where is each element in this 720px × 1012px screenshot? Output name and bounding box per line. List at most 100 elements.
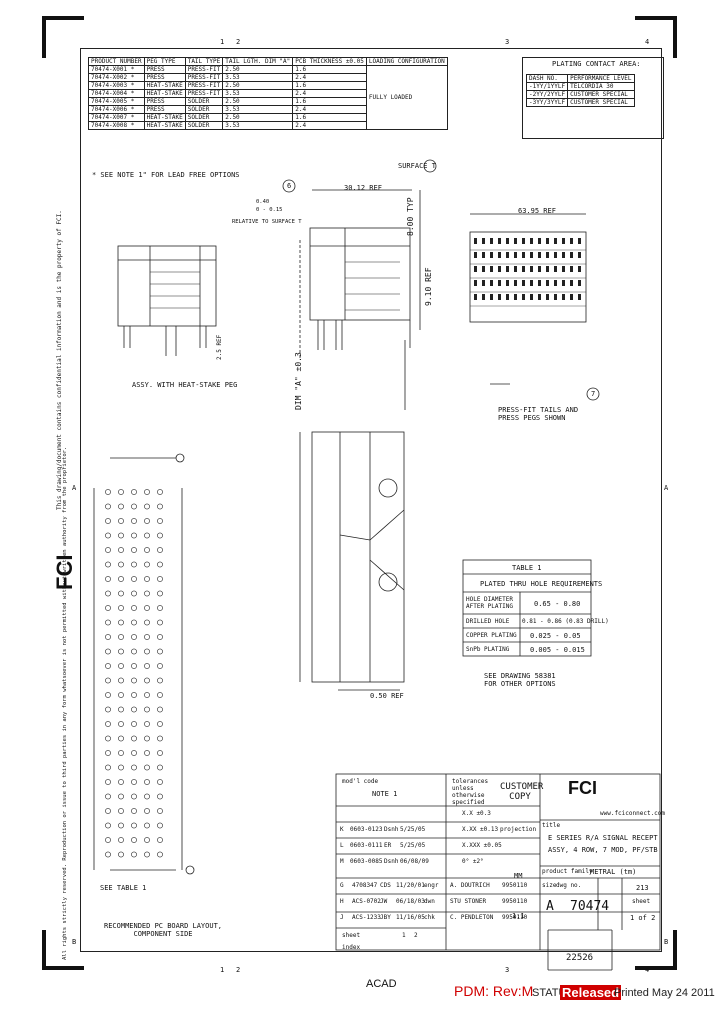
contact-pin xyxy=(506,238,509,244)
appr-eco: ACS-1233 xyxy=(352,914,381,921)
pcb-hole xyxy=(105,489,111,495)
pcb-hole xyxy=(157,851,163,858)
pcb-hole xyxy=(157,663,163,669)
contact-pin xyxy=(498,252,501,258)
corner-tr-v xyxy=(673,16,677,58)
tol-dim: X.X ±0.3 xyxy=(462,810,491,817)
contact-pin xyxy=(522,238,525,244)
table1-row-label: SnPb PLATING xyxy=(466,646,510,653)
pcb-hole xyxy=(144,619,150,626)
tb-size: A xyxy=(546,899,554,914)
pcb-hole xyxy=(131,692,137,698)
pcb-hole xyxy=(131,808,137,814)
label-ref2: 8.00 TYP xyxy=(406,197,415,236)
pcb-hole xyxy=(131,750,137,756)
pcb-hole xyxy=(118,750,124,756)
contact-pin xyxy=(482,238,485,244)
corner-bl-v xyxy=(42,930,46,970)
pcb-hole xyxy=(157,489,163,495)
contact-pin xyxy=(474,252,477,258)
pcb-hole xyxy=(118,822,124,829)
contact-pin xyxy=(546,294,549,300)
pcb-hole xyxy=(105,764,111,771)
rev-date: 06/08/09 xyxy=(400,858,429,865)
pcb-hole xyxy=(131,605,137,611)
contact-pin xyxy=(522,252,525,258)
contact-pin xyxy=(474,280,477,286)
zone-top-4: 4 xyxy=(645,38,650,46)
contact-pin xyxy=(514,294,517,300)
table1-row-value: 0.005 - 0.015 xyxy=(530,646,585,654)
table1-row-value: 0.81 - 0.86 (0.83 DRILL) xyxy=(522,618,609,625)
contact-pin xyxy=(562,266,565,272)
pcb-hole xyxy=(118,808,124,814)
pcb-hole xyxy=(131,793,137,800)
appr-by: CDS xyxy=(380,882,391,889)
pcb-hole xyxy=(105,605,111,611)
table1-row-label: DRILLED HOLE xyxy=(466,618,510,625)
contact-pin xyxy=(538,238,541,244)
pcb-hole xyxy=(118,793,124,800)
table1-row-label: HOLE DIAMETER AFTER PLATING xyxy=(466,596,513,610)
pcb-hole xyxy=(131,851,137,858)
footer-pdm: PDM: Rev:M xyxy=(454,983,534,999)
contact-pin xyxy=(546,252,549,258)
pcb-hole xyxy=(144,706,150,713)
appr-role: chk xyxy=(424,914,435,921)
drawing-frame xyxy=(80,48,662,952)
pcb-hole xyxy=(157,547,163,553)
label-see-table: SEE TABLE 1 xyxy=(100,884,147,892)
zone-right-b: B xyxy=(664,938,669,946)
callout-7: 7 xyxy=(591,390,596,398)
contact-pin xyxy=(538,252,541,258)
appr-date: 11/20/01 xyxy=(396,882,425,889)
footer-status-badge: Released xyxy=(560,985,622,1000)
rev-letter: M xyxy=(340,858,344,865)
loading-config: FULLY LOADED xyxy=(365,65,448,130)
contact-pin xyxy=(530,294,533,300)
pcb-hole xyxy=(118,721,124,727)
tb-rev: 213 xyxy=(636,884,649,892)
tb-customer: CUSTOMER COPY xyxy=(500,782,544,802)
contact-pin xyxy=(530,266,533,272)
pcb-hole xyxy=(118,547,124,553)
tb-title-label: title xyxy=(542,822,561,829)
pcb-hole xyxy=(131,837,137,843)
zone-bottom-1: 1 xyxy=(220,966,225,974)
contact-pin xyxy=(490,294,493,300)
zone-top-2: 2 xyxy=(236,38,241,46)
pcb-hole xyxy=(157,634,163,640)
pcb-hole xyxy=(118,518,124,524)
contact-pin xyxy=(570,266,573,272)
zone-bottom-2: 2 xyxy=(236,966,241,974)
contact-pin xyxy=(578,280,581,286)
contact-pin xyxy=(546,266,549,272)
tb-scale: 1:1 xyxy=(512,912,525,920)
pcb-hole xyxy=(118,590,124,597)
appr-no: 9950110 xyxy=(502,898,528,905)
contact-pin xyxy=(506,280,509,286)
pcb-hole xyxy=(144,808,150,814)
tb-website: www.fciconnect.com xyxy=(600,810,666,817)
rev-letter: K xyxy=(340,826,344,833)
contact-pin xyxy=(522,294,525,300)
rev-letter: L xyxy=(340,842,344,849)
appr-by: JBY xyxy=(380,914,391,921)
contact-pin xyxy=(498,238,501,244)
sheet-index-1: 1 xyxy=(402,932,406,939)
pcb-hole xyxy=(157,576,163,582)
pcb-hole xyxy=(105,518,111,524)
contact-pin xyxy=(554,238,557,244)
pcb-hole xyxy=(118,735,124,742)
pcb-hole xyxy=(157,779,163,785)
contact-pin xyxy=(498,266,501,272)
pcb-hole xyxy=(131,590,137,597)
table1-row-value: 0.65 - 0.80 xyxy=(534,600,581,608)
pcb-hole xyxy=(105,619,111,626)
pcb-hole xyxy=(144,489,150,495)
pcb-hole xyxy=(157,503,163,510)
contact-pin xyxy=(530,238,533,244)
table1-subtitle: PLATED THRU HOLE REQUIREMENTS xyxy=(480,580,603,588)
pcb-hole xyxy=(105,822,111,829)
